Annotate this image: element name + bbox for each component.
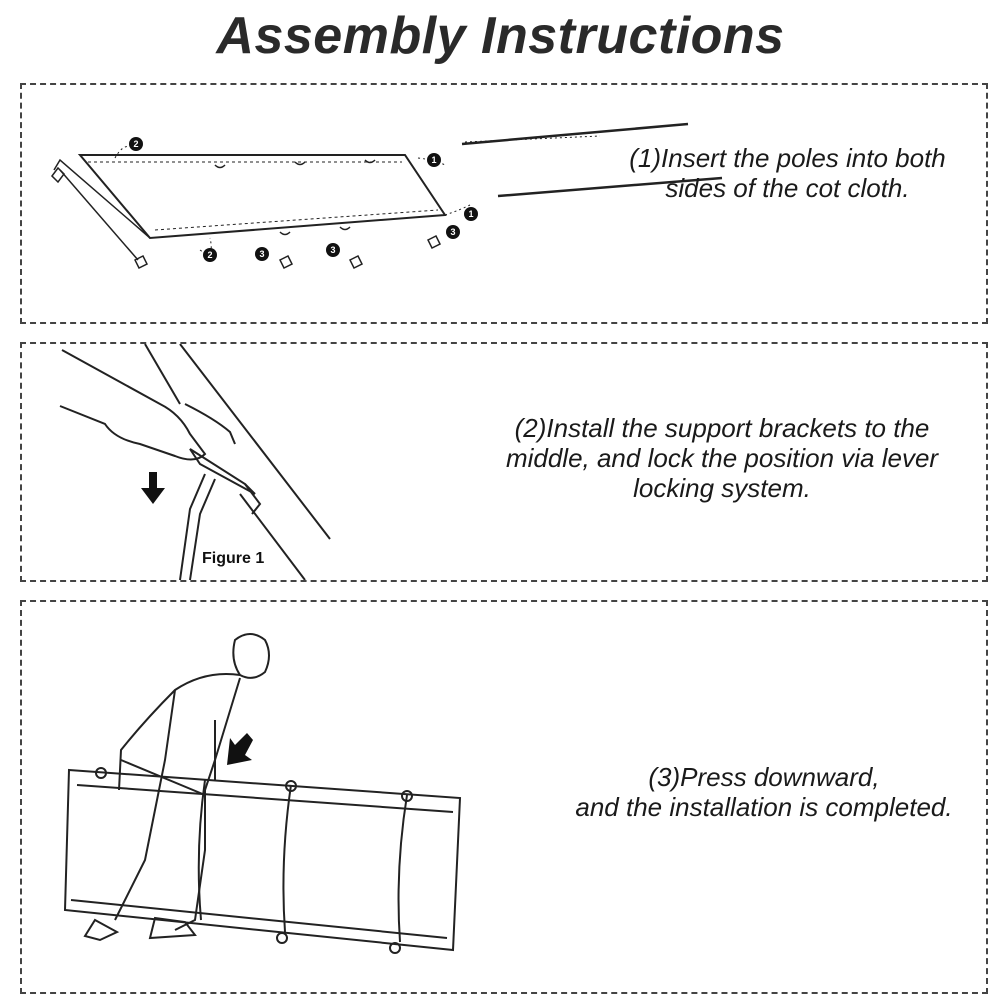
step-2-caption: (2)Install the support brackets to the m… <box>505 413 939 503</box>
badge-3-middle: 3 <box>326 243 340 257</box>
step-3-illustration <box>63 633 462 954</box>
svg-text:2: 2 <box>207 250 212 260</box>
badge-1-bottom: 1 <box>464 207 478 221</box>
down-arrow-icon <box>141 472 165 504</box>
svg-text:3: 3 <box>450 227 455 237</box>
step-1-illustration: 2 1 1 2 3 3 3 <box>51 122 723 270</box>
step-3-panel <box>20 600 988 994</box>
svg-text:1: 1 <box>468 209 473 219</box>
step-1-panel <box>20 83 988 324</box>
step-2-illustration: Figure 1 <box>59 344 331 580</box>
step-2-panel <box>20 342 988 582</box>
badge-2-top: 2 <box>129 137 143 151</box>
badge-1-top: 1 <box>427 153 441 167</box>
svg-text:3: 3 <box>330 245 335 255</box>
svg-text:2: 2 <box>133 139 138 149</box>
step-3-caption: (3)Press downward, and the installation … <box>575 762 953 822</box>
page-title: Assembly Instructions <box>216 7 785 65</box>
press-arrow-icon <box>227 733 253 765</box>
svg-text:3: 3 <box>259 249 264 259</box>
figure-label: Figure 1 <box>202 550 264 567</box>
badge-2-bottom: 2 <box>203 248 217 262</box>
svg-text:1: 1 <box>431 155 436 165</box>
badge-3-right: 3 <box>446 225 460 239</box>
badge-3-left: 3 <box>255 247 269 261</box>
step-1-caption: (1)Insert the poles into both sides of t… <box>629 143 946 203</box>
